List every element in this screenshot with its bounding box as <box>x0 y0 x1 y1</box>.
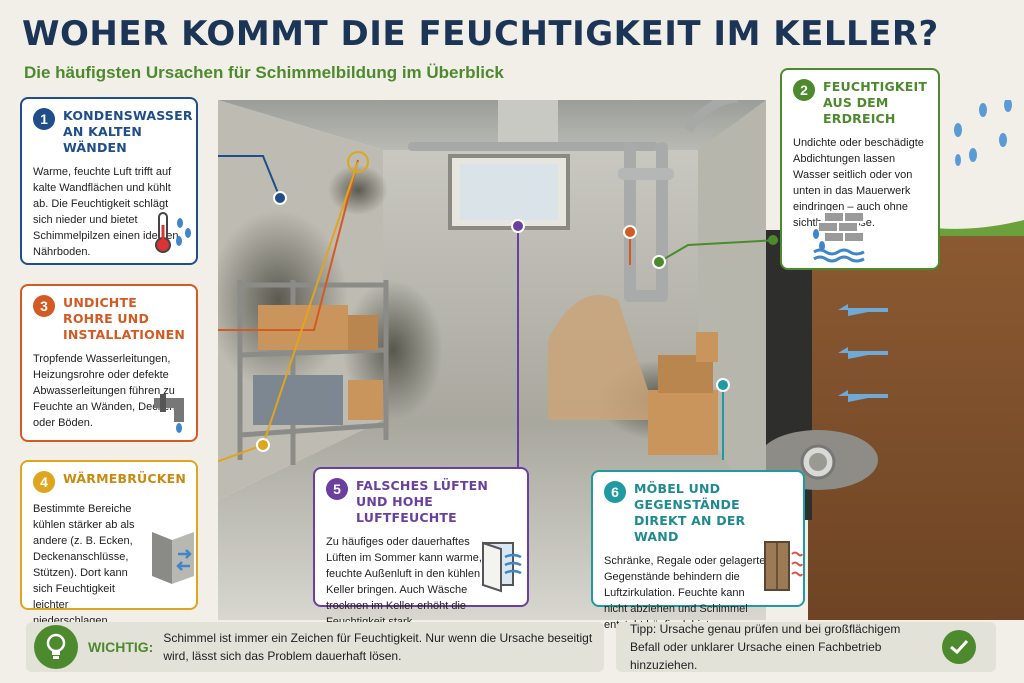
cause-number: 6 <box>604 481 626 503</box>
cause-title: WÄRMEBRÜCKEN <box>63 471 187 486</box>
thermometer-icon <box>152 209 194 260</box>
leaking-pipe-icon <box>152 390 196 439</box>
open-window-icon <box>481 537 525 598</box>
corner-thermal-bridge-icon <box>150 530 196 591</box>
page-subtitle: Die häufigsten Ursachen für Schimmelbild… <box>24 63 504 82</box>
tip-banner: Tipp: Ursache genau prüfen und bei großf… <box>616 622 996 672</box>
cause-title: KONDENSWASSER AN KALTEN WÄNDEN <box>63 108 193 155</box>
cause-number: 5 <box>326 478 348 500</box>
cause-text: Tropfende Wasserleitungen, Heizungsrohre… <box>33 353 176 429</box>
important-label: WICHTIG: <box>88 639 154 655</box>
cause-card-ventilation: 5 FALSCHES LÜFTEN UND HOHE LUFTFEUCHTE Z… <box>313 467 529 628</box>
checkmark-icon <box>942 630 976 664</box>
tip-text: Tipp: Ursache genau prüfen und bei großf… <box>630 622 901 672</box>
wardrobe-icon <box>761 538 803 599</box>
important-banner: WICHTIG: Schimmel ist immer ein Zeichen … <box>26 622 604 672</box>
cause-card-thermal-bridges: 4 WÄRMEBRÜCKEN Bestimmte Bereiche kühlen… <box>20 460 198 627</box>
cause-title: MÖBEL UND GEGENSTÄNDE DIREKT AN DER WAND <box>634 481 746 544</box>
cause-title: FALSCHES LÜFTEN UND HOHE LUFTFEUCHTE <box>356 478 489 525</box>
brick-wall-water-icon <box>810 208 870 269</box>
important-text: Schimmel ist immer ein Zeichen für Feuch… <box>163 631 593 663</box>
cause-card-ground-moisture: 2 FEUCHTIGKEIT AUS DEM ERDREICH Undichte… <box>780 68 940 270</box>
cause-number: 4 <box>33 471 55 493</box>
cause-number: 2 <box>793 79 815 101</box>
cause-title: UNDICHTE ROHRE UND INSTALLATIONEN <box>63 295 186 342</box>
cause-card-condensation: 1 KONDENSWASSER AN KALTEN WÄNDEN Warme, … <box>20 97 198 265</box>
page-title: WOHER KOMMT DIE FEUCHTIGKEIT IM KELLER? <box>22 14 939 54</box>
cause-card-furniture: 6 MÖBEL UND GEGENSTÄNDE DIREKT AN DER WA… <box>591 470 805 631</box>
cause-number: 1 <box>33 108 55 130</box>
lightbulb-icon <box>34 625 78 669</box>
cause-text: Bestimmte Bereiche kühlen stärker ab als… <box>33 503 135 627</box>
cause-text: Zu häufiges oder dauerhaftes Lüften im S… <box>326 536 482 628</box>
cause-number: 3 <box>33 295 55 317</box>
basement-illustration <box>218 100 1024 620</box>
cause-title: FEUCHTIGKEIT AUS DEM ERDREICH <box>823 79 928 126</box>
cause-text: Undichte oder beschädigte Abdichtungen l… <box>793 137 924 229</box>
cause-card-leaking-pipes: 3 UNDICHTE ROHRE UND INSTALLATIONEN Trop… <box>20 284 198 442</box>
cause-text: Warme, feuchte Luft trifft auf kalte Wan… <box>33 166 179 258</box>
